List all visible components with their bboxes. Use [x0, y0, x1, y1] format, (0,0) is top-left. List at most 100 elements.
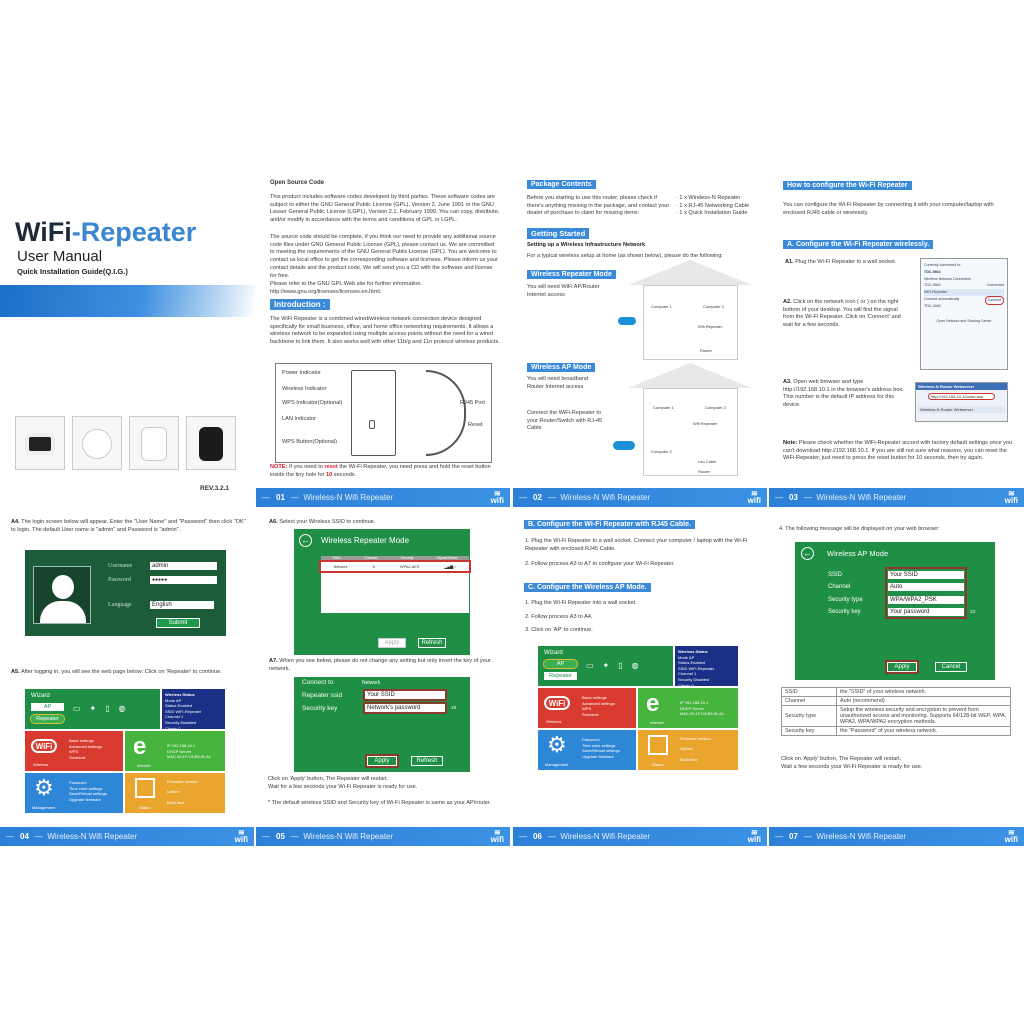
text: A4. [11, 519, 20, 525]
password-input[interactable]: ●●●●● [150, 576, 217, 584]
ap-fields-highlight [885, 567, 967, 619]
text: Wireless-N Wifi Repeater [303, 493, 394, 502]
tile-text: WPS [69, 749, 79, 755]
step-c3: 3. Click on 'AP' to continue. [525, 627, 593, 633]
signal-icon: ▂▄▆ ○ [444, 565, 457, 569]
refresh-button[interactable]: Refresh [418, 638, 446, 648]
page-06: B. Configure the Wi-Fi Repeater with RJ4… [513, 510, 769, 828]
diagram-label: Wifi Repeater [698, 324, 723, 329]
ssid-input[interactable]: Your SSID [888, 571, 964, 579]
oss-title: Open Source Code [270, 180, 325, 186]
step-a6: A6. Select your Wireless SSID to continu… [269, 519, 375, 527]
ap-mode-text: You will need broadband Router Internet … [527, 376, 589, 390]
text [141, 427, 167, 461]
submit-button[interactable]: Submit [156, 618, 200, 628]
tile-text: Status [139, 805, 151, 810]
roof [628, 260, 752, 285]
package-item: · 1 x RJ-45 Networking Cable [676, 202, 750, 209]
avatar-icon [33, 566, 91, 624]
browser-url[interactable]: http://192.168.10.1/home.asp [928, 393, 995, 400]
text: Click on 'Apply' button, The Repeater wi… [781, 756, 902, 762]
refresh-button[interactable]: Refresh [411, 756, 443, 766]
label-wps: WPS Indicator(Optional) [282, 400, 343, 406]
security-type-label: Security type [828, 597, 863, 603]
language-select[interactable]: English [150, 601, 214, 609]
back-arrow-icon[interactable]: ← [801, 547, 814, 560]
net-item: TDC-9864 [924, 269, 941, 274]
page-04: A4. The login screen below will appear. … [0, 510, 255, 828]
text: wifi [1004, 496, 1018, 505]
apply-button[interactable]: Apply [378, 638, 406, 648]
tile-text: Internet [650, 720, 664, 725]
connect-button[interactable]: Connect [984, 296, 1004, 305]
ap-button[interactable]: AP [543, 659, 578, 669]
ap-mode-text-2: Connect the WiFi-Repeater to your Router… [527, 410, 603, 432]
ap-button[interactable]: AP [31, 703, 64, 711]
text: Connected [986, 283, 1004, 288]
text: SSID [781, 687, 837, 697]
wizard-tile: Wizard AP Repeater ▭✦▯◍ [538, 646, 673, 686]
tile-text: Mode AP [678, 654, 695, 660]
apply-button[interactable]: Apply [885, 660, 919, 674]
step-a4: A4. The login screen below will appear. … [11, 519, 246, 534]
ssid-label: Repeater ssid [302, 692, 343, 699]
net-item-wifi-repeater[interactable]: WiFi-Repeater [924, 289, 1004, 297]
wifi-logo-icon: ≋wifi [490, 828, 504, 844]
repeater-button[interactable]: Repeater [30, 714, 65, 724]
connect-to-label: Connect to [302, 679, 334, 686]
oss-paragraph-1: This product includes software codes dev… [270, 194, 500, 224]
step-text: Plug the Wi-Fi Repeater to a wall socket… [795, 259, 897, 265]
text: Wait a few seconds your Wi-Fi Repeater i… [781, 763, 923, 770]
text [82, 429, 112, 459]
net-sharing-center-link[interactable]: Open Network and Sharing Center [936, 318, 992, 323]
note-text-2: the Wi-Fi Repeater, you need press and h… [270, 464, 491, 478]
channel-select[interactable]: Auto [888, 583, 964, 591]
cover-guide: Quick Installation Guide(Q.I.G.) [17, 267, 128, 276]
cancel-button[interactable]: Cancel [935, 662, 967, 672]
note-label: NOTE: [270, 464, 288, 470]
repeater-button[interactable]: Repeater [544, 672, 577, 680]
ssid-input[interactable]: Your SSID [363, 689, 447, 701]
text: Channel [781, 696, 837, 706]
step-a1: A1. Plug the Wi-Fi Repeater to a wall so… [785, 259, 896, 267]
browser-tab[interactable]: Wireless-N Router Webserver [918, 406, 1005, 413]
username-input[interactable]: admin [150, 562, 217, 570]
key-input[interactable]: Network's password [363, 702, 447, 714]
text: Click on 'Apply' button, The Repeater wi… [268, 776, 389, 782]
repeater-settings-panel: Connect to Network Repeater ssid Your SS… [294, 677, 470, 772]
text: TDC-9864 [924, 283, 941, 288]
diagram-label: Computer 2 [705, 405, 726, 410]
tile-text: MAC 00:1F:C6:B3:91:A1 [167, 754, 212, 760]
username-label: Username [108, 563, 133, 569]
note: Note: Please check whether the WiFi-Repe… [783, 440, 1018, 463]
cloud-icon [618, 317, 636, 325]
security-key-input[interactable]: Your password [888, 608, 964, 616]
back-arrow-icon[interactable]: ← [299, 534, 312, 547]
apply-button[interactable]: Apply [365, 754, 399, 768]
label-wps-button: WPS Button(Optional) [282, 439, 338, 445]
internet-explorer-icon: e [133, 733, 147, 760]
wifi-logo-icon: ≋wifi [747, 828, 761, 844]
tile-text: Advanced settings [582, 700, 615, 706]
net-item[interactable]: TDC-9864 Connected [924, 282, 1004, 289]
panel-title: Wireless Repeater Mode [321, 536, 410, 545]
tile-text: Time zone settings [582, 742, 616, 748]
diagram-label: Lan Cable [698, 459, 717, 464]
page-01: Open Source Code This product includes s… [256, 175, 512, 507]
after-apply-text: Click on 'Apply' button, The Repeater wi… [268, 776, 417, 791]
security-type-select[interactable]: WPA/WPA2_PSK [888, 596, 964, 604]
browser-screenshot: Wireless-N Router Webserver http://192.1… [915, 382, 1008, 422]
package-items: · 1 x Wireless-N Repeater · 1 x RJ-45 Ne… [676, 195, 749, 218]
